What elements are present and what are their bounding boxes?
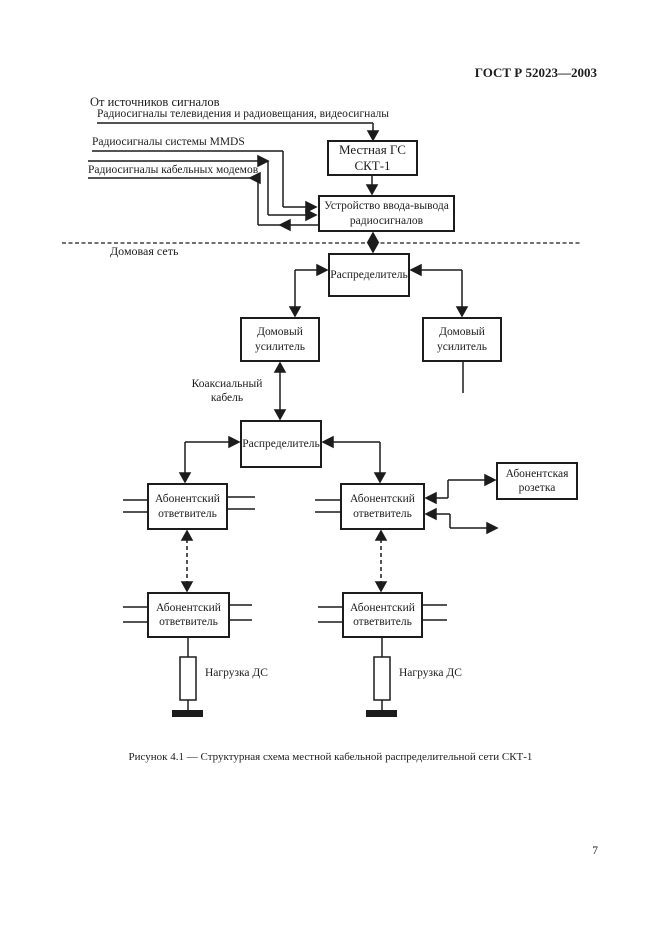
arrow-up-into-tap-right1: [374, 529, 388, 541]
block-label: Домовый: [257, 326, 303, 339]
block-headend: Местная ГС СКТ-1: [327, 140, 418, 176]
figure-caption: Рисунок 4.1 — Структурная схема местной …: [128, 751, 533, 763]
arrow-left-into-tap-right1-upper: [424, 491, 437, 505]
load-label-right: Нагрузка ДС: [399, 667, 462, 679]
block-label: Местная ГС: [339, 141, 406, 157]
signal-label-tv: Радиосигналы телевидения и радиовещания,…: [97, 108, 389, 120]
resistor-symbol-left: [179, 656, 197, 701]
arrow-up-into-io: [366, 231, 380, 243]
block-subscriber-tap-right-1: Абонентский ответвитель: [340, 483, 425, 530]
block-label: Абонентский: [156, 601, 221, 614]
arrow-down-into-tap-left1: [178, 472, 192, 484]
arrow-down-into-tap-left2: [180, 581, 194, 593]
arrow-down-into-io: [365, 184, 379, 196]
block-label: ответвитель: [353, 507, 412, 520]
arrow-down-into-tap-right1: [373, 472, 387, 484]
block-distributor-1: Распределитель: [328, 253, 410, 297]
ground-symbol-right: [366, 710, 397, 717]
block-distributor-2: Распределитель: [240, 420, 322, 468]
block-label: усилитель: [436, 340, 487, 353]
block-house-amplifier-right: Домовый усилитель: [422, 317, 502, 362]
arrow-down-into-distributor1: [366, 242, 380, 254]
block-label: розетка: [518, 482, 556, 494]
arrow-right-subscriber-drop: [486, 521, 499, 535]
arrow-right-modems-into-io: [305, 208, 318, 222]
block-label: Абонентский: [350, 601, 415, 614]
ground-symbol-left: [172, 710, 203, 717]
block-label: СКТ-1: [354, 158, 391, 173]
block-label: Абонентский: [155, 493, 220, 506]
block-label: ответвитель: [159, 616, 218, 628]
signal-label-mmds: Радиосигналы системы MMDS: [92, 136, 245, 148]
arrow-right-modems: [257, 154, 270, 168]
resistor-symbol-right: [373, 656, 391, 701]
block-subscriber-tap-left-2: Абонентский ответвитель: [147, 592, 230, 638]
wire-group-trunk: [178, 175, 469, 484]
arrow-right-mmds-into-io: [305, 200, 318, 214]
block-subscriber-outlet: Абонентская розетка: [496, 462, 578, 500]
block-label: ответвитель: [158, 507, 217, 520]
arrow-down-into-amplifier-left: [288, 306, 302, 318]
block-label: Домовый: [439, 326, 485, 339]
arrow-down-into-distributor2: [273, 409, 287, 421]
load-symbols: [172, 638, 397, 717]
block-label: Устройство ввода-вывода: [324, 200, 449, 213]
arrow-left-return-end: [248, 171, 261, 185]
signal-label-modems: Радиосигналы кабельных модемов: [88, 164, 259, 176]
block-io-device: Устройство ввода-вывода радиосигналов: [318, 195, 455, 232]
block-label: Абонентский: [350, 493, 415, 506]
arrow-right-into-outlet: [484, 473, 497, 487]
wire-group-sources: [88, 122, 380, 232]
block-label: усилитель: [254, 340, 305, 353]
block-label: Распределитель: [330, 268, 408, 281]
block-label: ответвитель: [353, 616, 412, 628]
arrow-down-into-headend: [366, 130, 380, 142]
block-label: радиосигналов: [349, 214, 424, 227]
arrow-up-into-tap-left1: [180, 529, 194, 541]
coaxial-cable-label: Коаксиальный кабель: [191, 378, 263, 405]
block-subscriber-tap-right-2: Абонентский ответвитель: [342, 592, 423, 638]
load-label-left: Нагрузка ДС: [205, 667, 268, 679]
block-label: Абонентская: [505, 467, 569, 480]
arrow-up-into-amplifier-left: [273, 361, 287, 373]
block-house-amplifier-left: Домовый усилитель: [240, 317, 320, 362]
page-number: 7: [592, 845, 598, 857]
sources-title: От источников сигналов: [90, 95, 220, 109]
wire-group-taps: [123, 473, 499, 623]
standard-number: ГОСТ Р 52023—2003: [474, 65, 597, 80]
arrow-down-into-tap-right2: [374, 581, 388, 593]
arrow-down-into-amplifier-right: [455, 306, 469, 318]
arrow-left-into-tap-right1-lower: [424, 507, 437, 521]
arrow-left-return: [278, 218, 291, 232]
block-subscriber-tap-left-1: Абонентский ответвитель: [147, 483, 228, 530]
home-network-label: Домовая сеть: [110, 244, 179, 258]
block-label: Распределитель: [242, 437, 320, 450]
